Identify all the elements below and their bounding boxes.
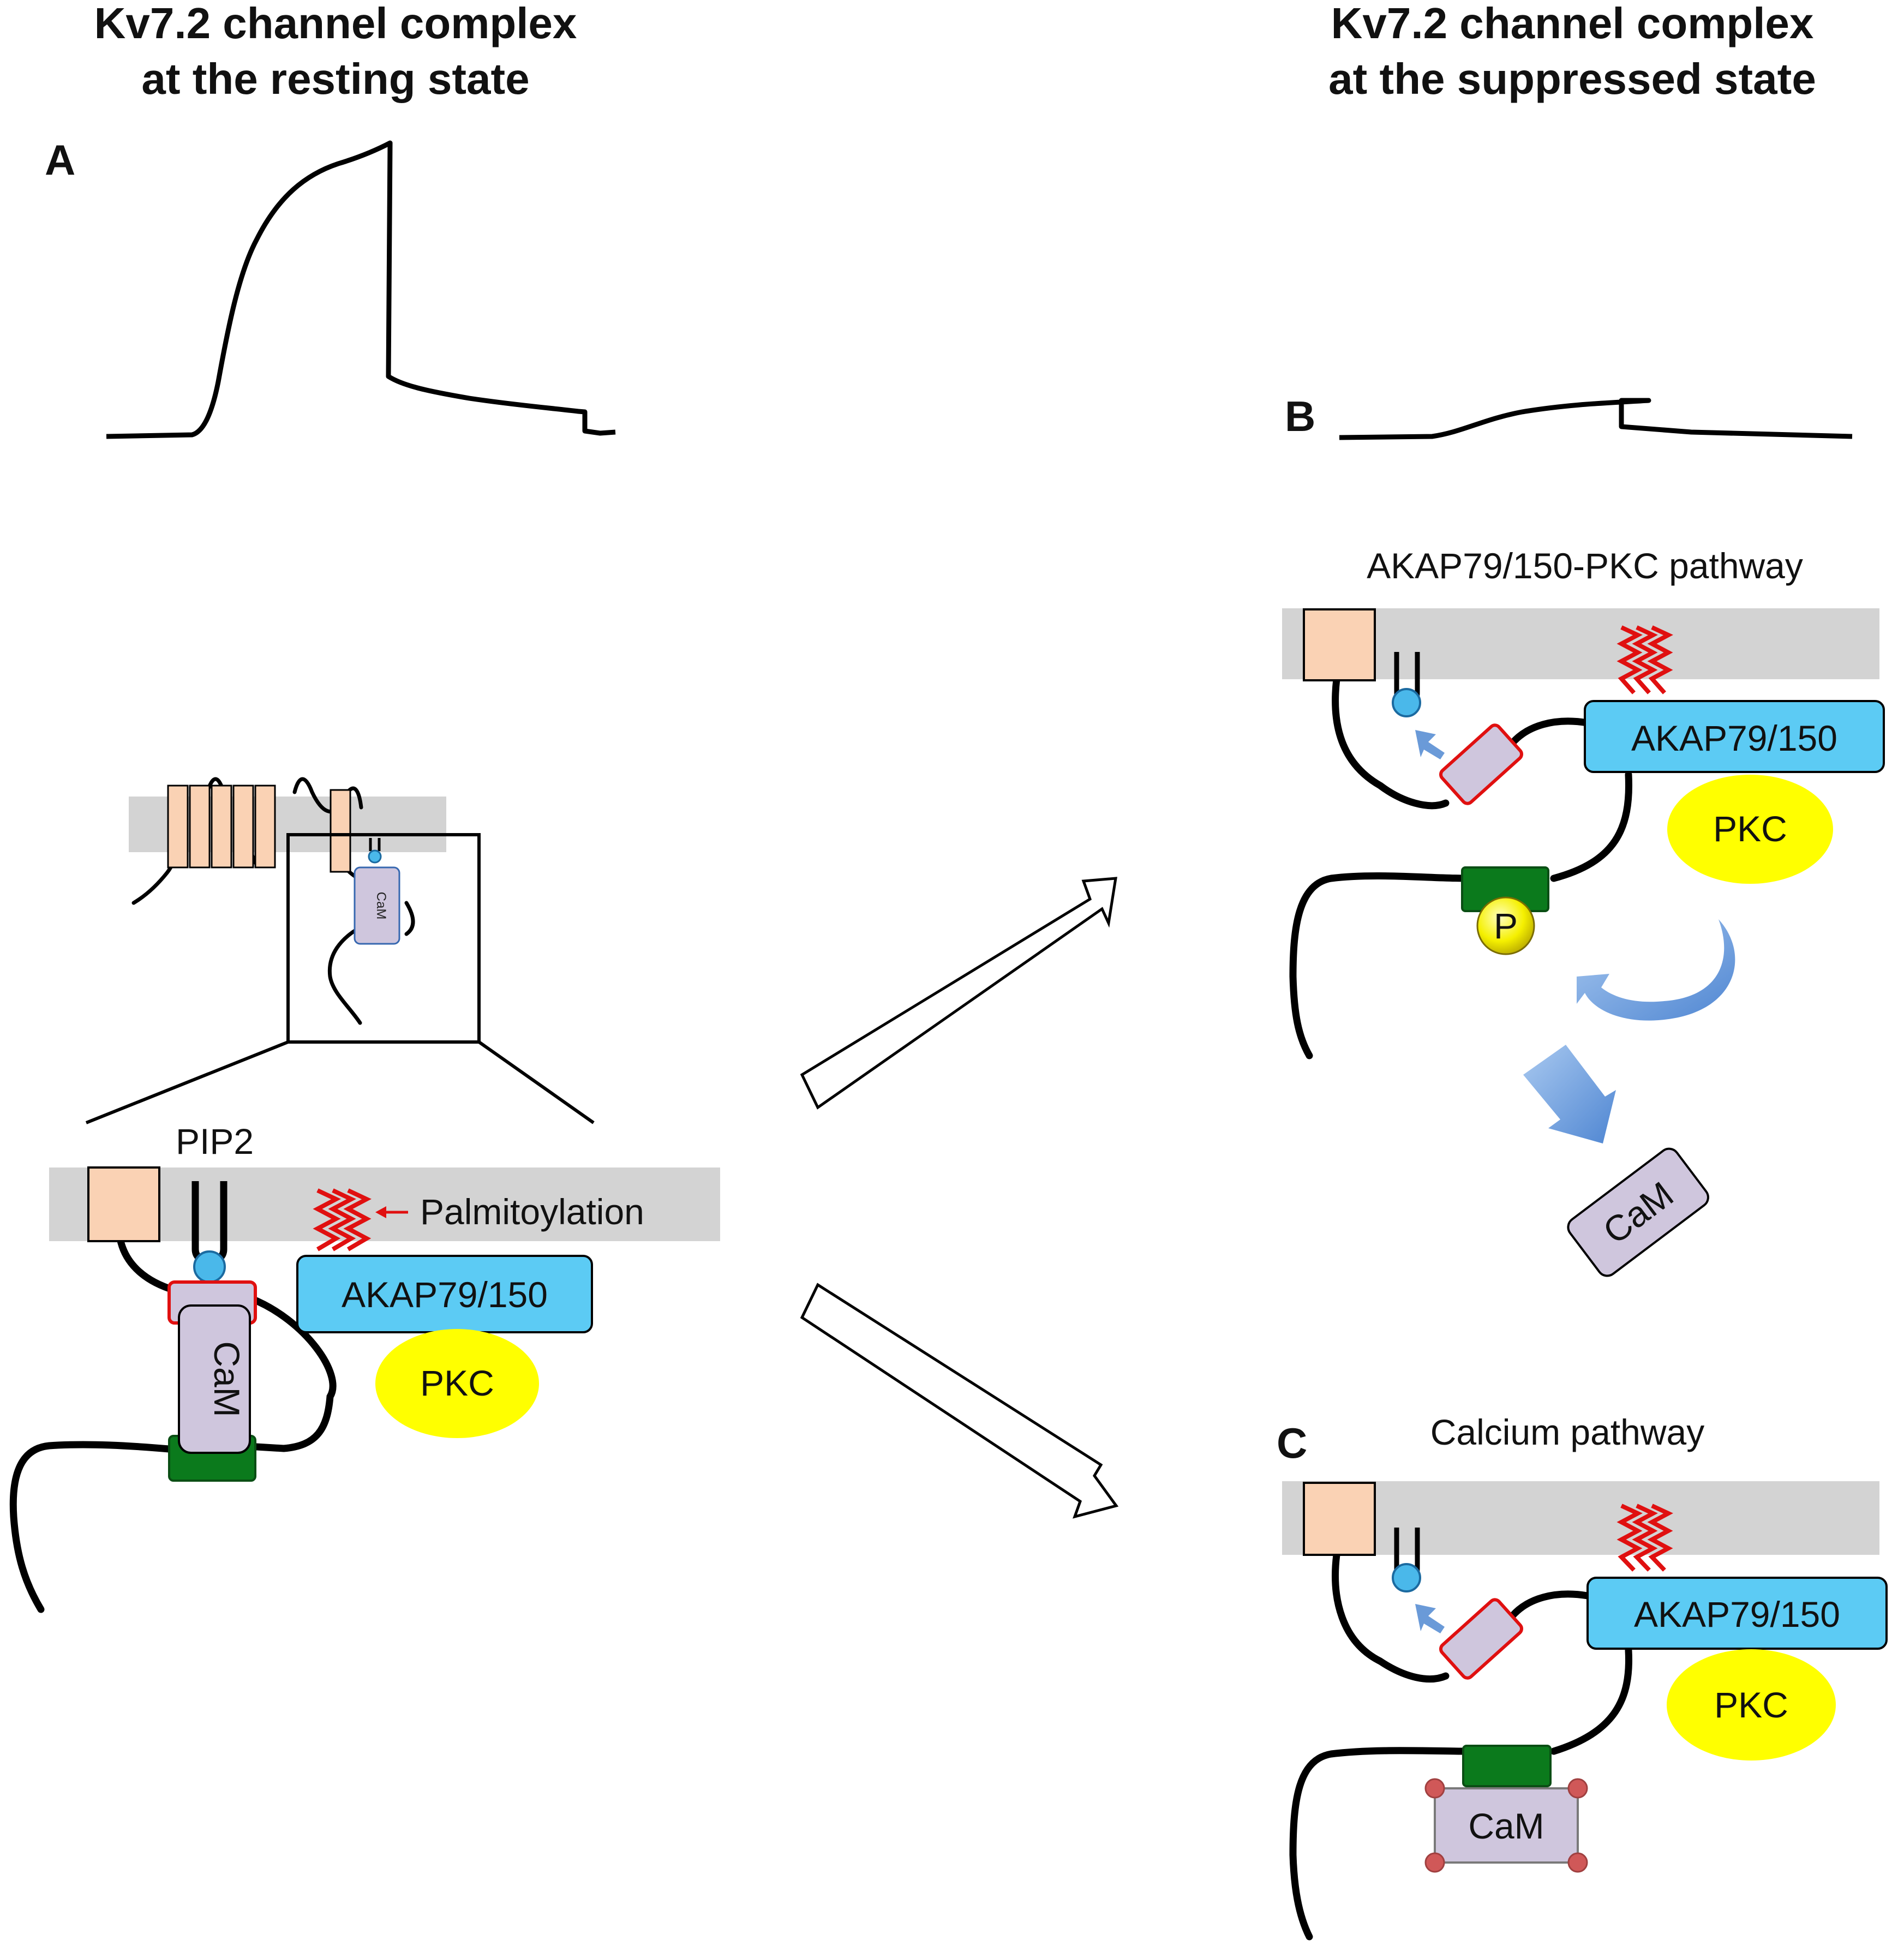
pip2-label: PIP2 [176, 1121, 254, 1161]
panel-label-c: C [1277, 1419, 1307, 1467]
panel-c-detail: C Calcium pathway AKAP79/150 PKC CaM [1277, 1412, 1888, 1941]
cam-left-label: CaM [207, 1341, 247, 1417]
pip2-headgroup-c [1392, 1563, 1421, 1592]
akap-left-label: AKAP79/150 [342, 1274, 548, 1315]
palmitoyl-chains-b [1616, 625, 1673, 694]
current-trace-a [106, 140, 616, 439]
pkc-c [1667, 1649, 1836, 1761]
pkc-c-label: PKC [1714, 1685, 1788, 1725]
resting-state-detail: PIP2 Palmitoylation CaM AKAP79/150 PKC [9, 1121, 720, 1613]
helix-a-c [1439, 1598, 1523, 1680]
akap-b [1584, 700, 1885, 773]
pkc-b-label: PKC [1713, 809, 1787, 849]
palmitoyl-chains-left [313, 1188, 372, 1252]
membrane-c [1282, 1481, 1879, 1555]
panel-b-title: AKAP79/150-PKC pathway [1367, 546, 1803, 586]
cam-c-label: CaM [1468, 1806, 1544, 1846]
cam-calcium-bound [1434, 1787, 1579, 1864]
phospho-icon [1476, 896, 1535, 955]
pip2-headgroup-left [193, 1250, 226, 1283]
pip2-icon-small [368, 849, 382, 864]
zoom-line-left [85, 1040, 289, 1124]
current-trace-b [1339, 398, 1853, 440]
cam-small-label: CaM [374, 892, 388, 920]
pkc-left [375, 1329, 539, 1438]
blue-down-arrow [1523, 1045, 1616, 1143]
s6-segment-left [87, 1166, 160, 1242]
palmitoyl-chains-c [1616, 1504, 1673, 1572]
cam-left [178, 1304, 251, 1454]
calcium-ion-icon [1424, 1852, 1445, 1873]
arrow-to-c [800, 1283, 1119, 1519]
panel-c-title: Calcium pathway [1430, 1412, 1705, 1452]
panel-label-a: A [45, 136, 75, 184]
membrane-b [1282, 608, 1879, 679]
membrane-left [49, 1167, 720, 1241]
s6-segment-c [1303, 1482, 1376, 1556]
panel-label-b: B [1285, 392, 1315, 440]
panel-b-detail: AKAP79/150-PKC pathway AKAP79/150 PKC P … [1282, 546, 1885, 1277]
pkc-b [1667, 775, 1833, 884]
right-header-line1: Kv7.2 channel complex [1331, 0, 1814, 47]
helix-b-c [1462, 1745, 1552, 1787]
blue-small-arrow-b [1415, 730, 1445, 759]
calcium-ion-icon [1567, 1852, 1588, 1873]
zoom-box [286, 833, 481, 1044]
right-header-line2: at the suppressed state [1328, 55, 1816, 103]
curved-blue-arrow [1577, 919, 1735, 1021]
pip2-headgroup-b [1392, 688, 1421, 717]
cam-small [354, 866, 400, 945]
akap-b-label: AKAP79/150 [1631, 718, 1837, 758]
channel-topology: CaM [85, 777, 595, 1124]
blue-small-arrow-c [1415, 1604, 1445, 1633]
cam-released [1567, 1147, 1709, 1277]
helix-a-b [1439, 723, 1523, 805]
phospho-label: P [1494, 906, 1518, 946]
calcium-ion-icon [1424, 1778, 1445, 1799]
left-header-line1: Kv7.2 channel complex [94, 0, 577, 47]
palmitoylation-label: Palmitoylation [420, 1191, 644, 1232]
calcium-ion-icon [1567, 1778, 1588, 1799]
zoom-line-right [478, 1040, 595, 1124]
akap-c [1586, 1577, 1888, 1650]
pkc-left-label: PKC [420, 1363, 494, 1403]
s6-segment-b [1303, 608, 1376, 681]
akap-c-label: AKAP79/150 [1634, 1594, 1840, 1634]
left-header-line2: at the resting state [141, 55, 529, 103]
arrow-to-b [800, 877, 1117, 1110]
